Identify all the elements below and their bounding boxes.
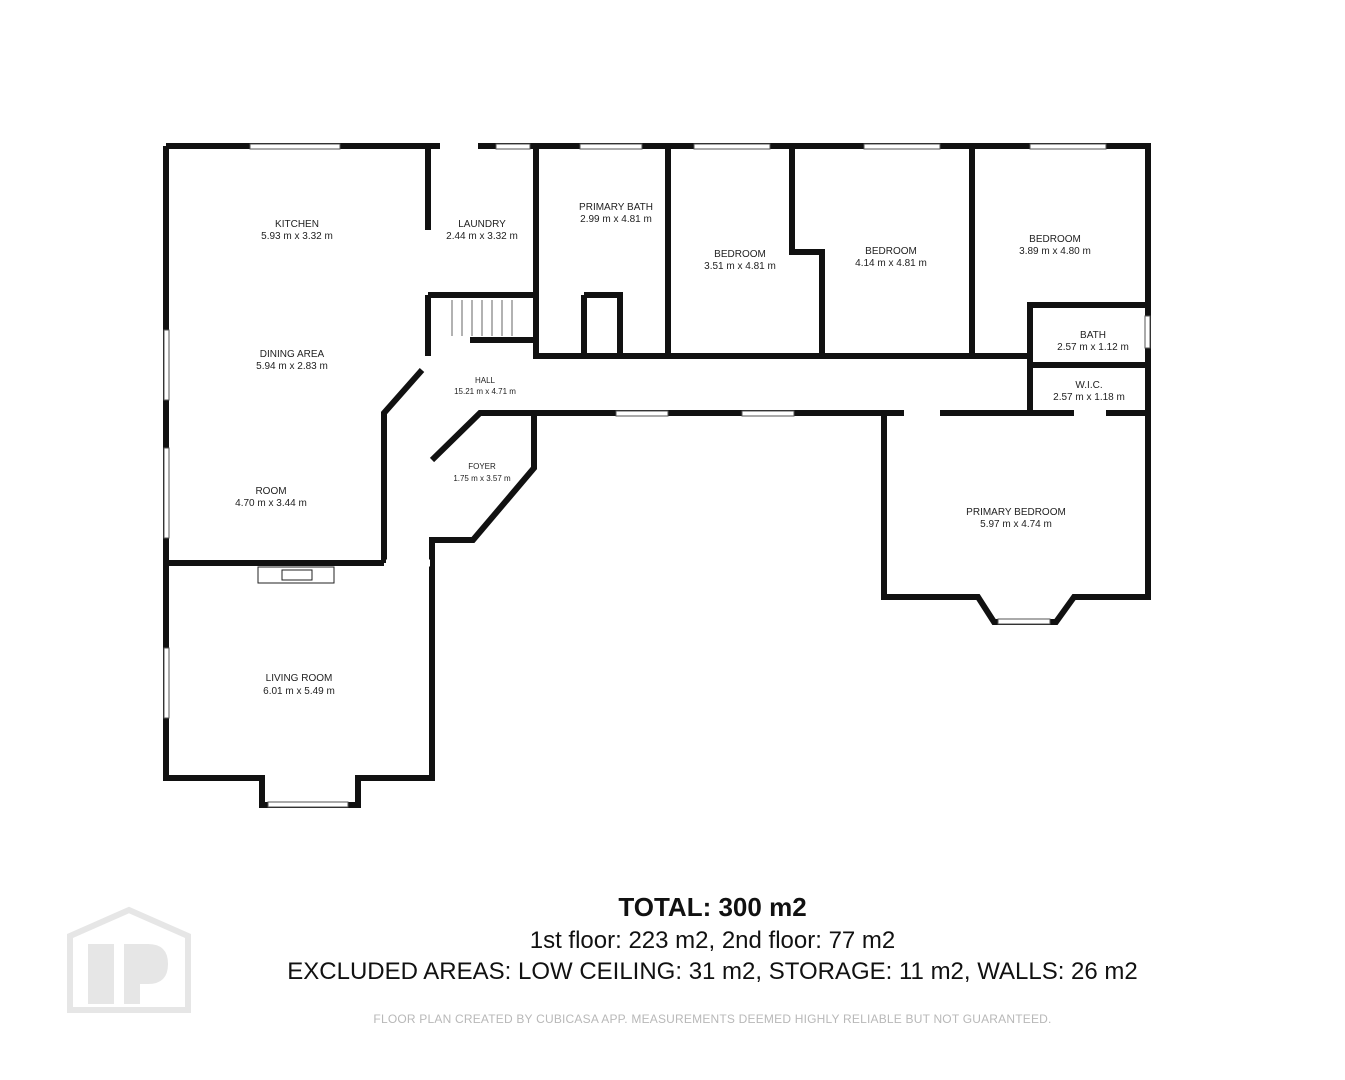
room-name-foyer: FOYER xyxy=(468,462,496,471)
room-name-laundry: LAUNDRY xyxy=(458,219,506,230)
stairs xyxy=(451,300,513,336)
room-name-kitchen: KITCHEN xyxy=(275,219,319,230)
watermark-logo-icon xyxy=(67,906,191,1013)
room-dims-hall: 15.21 m x 4.71 m xyxy=(454,387,516,396)
total-area: TOTAL: 300 m2 xyxy=(618,892,807,922)
door-openings xyxy=(386,142,1106,567)
room-dims-bath: 2.57 m x 1.12 m xyxy=(1057,342,1129,353)
room-dims-kitchen: 5.93 m x 3.32 m xyxy=(261,231,333,242)
room-dims-dining-area: 5.94 m x 2.83 m xyxy=(256,361,328,372)
room-name-bedroom-2: BEDROOM xyxy=(865,246,917,257)
floor-areas: 1st floor: 223 m2, 2nd floor: 77 m2 xyxy=(529,927,896,954)
room-name-primary-bedroom: PRIMARY BEDROOM xyxy=(966,507,1066,518)
room-name-wic: W.I.C. xyxy=(1075,380,1102,391)
room-name-primary-bath: PRIMARY BATH xyxy=(579,202,653,213)
room-name-bath: BATH xyxy=(1080,330,1106,341)
room-name-bedroom-1: BEDROOM xyxy=(714,249,766,260)
room-name-living-room: LIVING ROOM xyxy=(266,673,333,684)
room-dims-primary-bedroom: 5.97 m x 4.74 m xyxy=(980,519,1052,530)
windows xyxy=(163,143,1151,808)
disclaimer-text: FLOOR PLAN CREATED BY CUBICASA APP. MEAS… xyxy=(373,1012,1052,1026)
room-dims-bedroom-2: 4.14 m x 4.81 m xyxy=(855,258,927,269)
room-dims-primary-bath: 2.99 m x 4.81 m xyxy=(580,214,652,225)
room-dims-laundry: 2.44 m x 3.32 m xyxy=(446,231,518,242)
room-name-room: ROOM xyxy=(255,486,286,497)
room-dims-bedroom-3: 3.89 m x 4.80 m xyxy=(1019,246,1091,257)
room-labels: KITCHEN 5.93 m x 3.32 m LAUNDRY 2.44 m x… xyxy=(235,202,1129,697)
room-dims-foyer: 1.75 m x 3.57 m xyxy=(453,474,511,483)
room-dims-living-room: 6.01 m x 5.49 m xyxy=(263,686,335,697)
room-name-dining-area: DINING AREA xyxy=(260,349,325,360)
room-dims-wic: 2.57 m x 1.18 m xyxy=(1053,392,1125,403)
excluded-areas: EXCLUDED AREAS: LOW CEILING: 31 m2, STOR… xyxy=(287,958,1138,985)
room-dims-bedroom-1: 3.51 m x 4.81 m xyxy=(704,261,776,272)
room-name-hall: HALL xyxy=(475,376,496,385)
room-dims-room: 4.70 m x 3.44 m xyxy=(235,498,307,509)
room-name-bedroom-3: BEDROOM xyxy=(1029,234,1081,245)
walls xyxy=(163,143,1151,808)
